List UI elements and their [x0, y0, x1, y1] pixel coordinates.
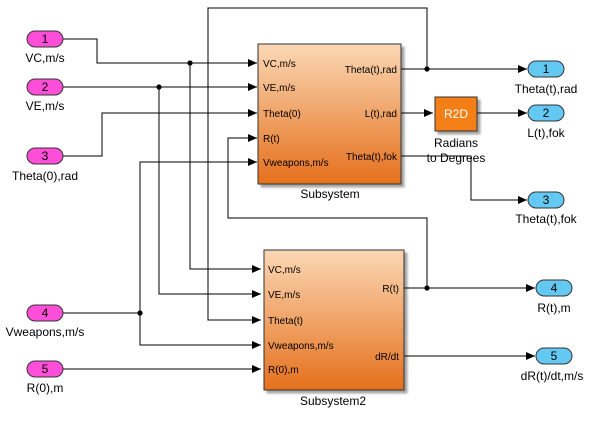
outport-4-shape[interactable] [535, 279, 573, 297]
branch-dot [424, 66, 430, 72]
inport-1-number: 1 [42, 32, 49, 46]
subsystem-2-output-label: R(t) [382, 284, 399, 295]
subsystem-2-input-label: Vweapons,m/s [268, 341, 334, 352]
inports: 1 VC,m/s 2 VE,m/s 3 Theta(0),rad 4 Vweap… [6, 30, 85, 395]
signal-vweapons [63, 312, 261, 349]
outport-5-label: dR(t)/dt,m/s [521, 369, 584, 383]
outport-4-number: 4 [551, 281, 558, 295]
outport-3-label: Theta(t),fok [515, 212, 577, 226]
subsystem-2-name: Subsystem2 [300, 394, 366, 408]
r2d-label-line2: to Degrees [427, 151, 486, 165]
inport-5-shape[interactable] [26, 360, 64, 378]
signal-theta-fok [401, 155, 527, 204]
subsystem-2-output-label: dR/dt [375, 352, 399, 363]
inport-5-number: 5 [42, 362, 49, 376]
subsystem-1-output-label: L(t),rad [365, 109, 397, 120]
outport-2-number: 2 [543, 106, 550, 120]
inport-4-number: 4 [42, 306, 49, 320]
inport-4[interactable]: 4 Vweapons,m/s [6, 304, 85, 339]
outport-1-number: 1 [543, 62, 550, 76]
subsystem-1-output-label: Theta(t),fok [346, 152, 398, 163]
inport-3[interactable]: 3 Theta(0),rad [12, 147, 78, 183]
branch-dot [187, 60, 193, 66]
r2d-text: R2D [444, 107, 468, 121]
outport-3-number: 3 [543, 193, 550, 207]
subsystem-1-block[interactable]: VC,m/s VE,m/s Theta(0) R(t) Vweapons,m/s… [257, 43, 402, 201]
subsystem-1-input-label: Vweapons,m/s [263, 158, 329, 169]
branch-points [137, 60, 430, 316]
signal-vweapons-branch [139, 158, 257, 313]
outport-5-number: 5 [551, 349, 558, 363]
signal-theta-feedback [207, 7, 428, 324]
inport-2-shape[interactable] [26, 78, 64, 96]
signal-theta0 [63, 109, 257, 157]
outport-2-shape[interactable] [527, 104, 565, 122]
subsystem-1-input-label: Theta(0) [263, 109, 301, 120]
subsystem-1-output-label: Theta(t),rad [345, 65, 397, 76]
outport-2-label: L(t),fok [527, 126, 565, 140]
subsystem-2-input-label: R(0),m [268, 365, 299, 376]
inport-2-label: VE,m/s [26, 99, 65, 113]
outport-1[interactable]: 1 Theta(t),rad [515, 60, 578, 96]
branch-dot [156, 84, 162, 90]
outport-1-label: Theta(t),rad [515, 82, 578, 96]
inport-3-shape[interactable] [26, 147, 64, 165]
outport-4-label: R(t),m [537, 301, 570, 315]
signal-lines [63, 7, 535, 373]
subsystem-2-input-label: VC,m/s [268, 265, 301, 276]
subsystem-1-input-label: VE,m/s [263, 83, 295, 94]
inport-4-shape[interactable] [26, 304, 64, 322]
subsystem-2-body[interactable] [263, 249, 405, 391]
inport-3-label: Theta(0),rad [12, 169, 78, 183]
outport-1-shape[interactable] [527, 60, 565, 78]
inport-1-shape[interactable] [26, 30, 64, 48]
inport-5-label: R(0),m [27, 381, 64, 395]
outport-5[interactable]: 5 dR(t)/dt,m/s [521, 347, 584, 383]
inport-3-number: 3 [42, 149, 49, 163]
inport-1[interactable]: 1 VC,m/s [25, 30, 65, 65]
branch-dot [424, 285, 430, 291]
branch-dot [137, 310, 143, 316]
signal-ve-branch [158, 87, 261, 298]
inport-5[interactable]: 5 R(0),m [26, 360, 64, 395]
signal-rt-feedback [227, 134, 428, 288]
signal-vc [63, 38, 257, 67]
subsystem-2-block[interactable]: VC,m/s VE,m/s Theta(t) Vweapons,m/s R(0)… [263, 249, 405, 408]
subsystem-2-input-label: VE,m/s [268, 290, 300, 301]
subsystem-2-input-label: Theta(t) [268, 316, 303, 327]
outport-4[interactable]: 4 R(t),m [535, 279, 573, 315]
outport-3[interactable]: 3 Theta(t),fok [515, 191, 578, 226]
subsystem-1-input-label: VC,m/s [263, 59, 296, 70]
r2d-block[interactable]: R2D Radians to Degrees [427, 96, 486, 165]
outport-3-shape[interactable] [527, 191, 565, 209]
r2d-label-line1: Radians [434, 136, 478, 150]
subsystem-1-input-label: R(t) [263, 134, 280, 145]
inport-4-label: Vweapons,m/s [6, 325, 85, 339]
subsystem-1-body[interactable] [257, 43, 402, 185]
signal-vc-branch [189, 63, 261, 273]
outport-2[interactable]: 2 L(t),fok [527, 104, 566, 140]
inport-2[interactable]: 2 VE,m/s [26, 78, 65, 113]
subsystem-1-name: Subsystem [300, 187, 359, 201]
outports: 1 Theta(t),rad 2 L(t),fok 3 Theta(t),fok… [515, 60, 584, 383]
inport-1-label: VC,m/s [25, 51, 64, 65]
r2d-body[interactable] [434, 96, 478, 132]
outport-5-shape[interactable] [535, 347, 573, 365]
inport-2-number: 2 [42, 80, 49, 94]
